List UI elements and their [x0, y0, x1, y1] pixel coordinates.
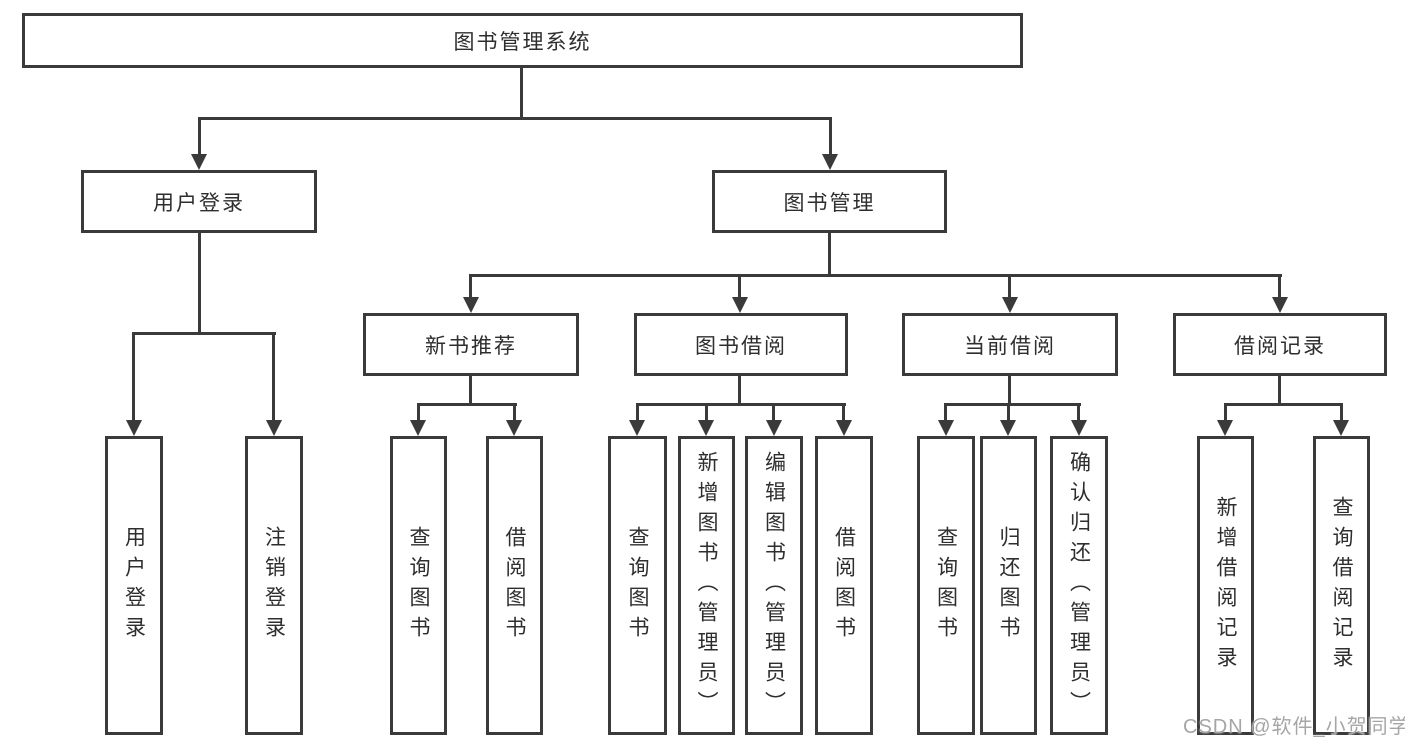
connector-line	[1007, 403, 1010, 423]
connector-line	[469, 376, 472, 406]
arrow-down-icon	[410, 420, 426, 436]
connector-line	[1224, 403, 1343, 406]
arrow-down-icon	[506, 420, 522, 436]
connector-line	[417, 403, 517, 406]
connector-line	[1224, 403, 1227, 423]
node-current-borrowing: 当前借阅	[902, 313, 1118, 376]
node-book-management: 图书管理	[712, 170, 947, 233]
connector-line	[772, 403, 775, 423]
arrow-down-icon	[1002, 297, 1018, 313]
connector-line	[1008, 376, 1011, 406]
connector-line	[636, 403, 846, 406]
arrow-down-icon	[822, 154, 838, 170]
connector-line	[272, 332, 275, 422]
leaf-return-books: 归还图书	[980, 436, 1037, 735]
leaf-edit-book-admin: 编辑图书（管理员）	[745, 436, 803, 735]
connector-line	[944, 403, 1081, 406]
connector-line	[198, 233, 201, 335]
node-book-borrowing: 图书借阅	[634, 313, 848, 376]
node-borrowing-records: 借阅记录	[1173, 313, 1387, 376]
connector-line	[198, 117, 201, 157]
arrow-down-icon	[629, 420, 645, 436]
arrow-down-icon	[463, 297, 479, 313]
connector-line	[842, 403, 845, 423]
connector-line	[1278, 376, 1281, 406]
arrow-down-icon	[1272, 297, 1288, 313]
leaf-logout: 注销登录	[245, 436, 303, 735]
watermark: CSDN @软件_小贺同学	[1183, 716, 1405, 738]
leaf-query-books-1: 查询图书	[390, 436, 447, 735]
connector-line	[738, 376, 741, 406]
leaf-user-login: 用户登录	[105, 436, 163, 735]
arrow-down-icon	[191, 154, 207, 170]
arrow-down-icon	[1333, 420, 1349, 436]
leaf-borrow-books-2: 借阅图书	[815, 436, 873, 735]
connector-line	[1278, 274, 1281, 300]
arrow-down-icon	[766, 420, 782, 436]
arrow-down-icon	[1000, 420, 1016, 436]
arrow-down-icon	[1217, 420, 1233, 436]
connector-line	[1340, 403, 1343, 423]
connector-line	[829, 117, 832, 157]
connector-line	[198, 117, 832, 120]
connector-line	[705, 403, 708, 423]
connector-line	[132, 332, 135, 422]
leaf-query-borrow-record: 查询借阅记录	[1313, 436, 1370, 735]
connector-line	[1077, 403, 1080, 423]
node-library-system: 图书管理系统	[22, 13, 1023, 68]
leaf-add-book-admin: 新增图书（管理员）	[678, 436, 735, 735]
connector-line	[513, 403, 516, 423]
arrow-down-icon	[732, 297, 748, 313]
connector-line	[944, 403, 947, 423]
connector-line	[132, 332, 276, 335]
connector-line	[469, 274, 472, 300]
node-user-login: 用户登录	[81, 170, 317, 233]
arrow-down-icon	[1071, 420, 1087, 436]
leaf-query-books-2: 查询图书	[608, 436, 667, 735]
arrow-down-icon	[938, 420, 954, 436]
connector-line	[417, 403, 420, 423]
connector-line	[636, 403, 639, 423]
leaf-confirm-return-admin: 确认归还（管理员）	[1050, 436, 1108, 735]
leaf-query-books-3: 查询图书	[917, 436, 975, 735]
connector-line	[738, 274, 741, 300]
arrow-down-icon	[266, 420, 282, 436]
connector-line	[828, 233, 831, 277]
leaf-borrow-books-1: 借阅图书	[486, 436, 543, 735]
leaf-add-borrow-record: 新增借阅记录	[1197, 436, 1254, 735]
arrow-down-icon	[126, 420, 142, 436]
node-new-book-recommendation: 新书推荐	[363, 313, 579, 376]
connector-line	[469, 274, 1282, 277]
connector-line	[520, 68, 523, 117]
arrow-down-icon	[698, 420, 714, 436]
arrow-down-icon	[836, 420, 852, 436]
connector-line	[1008, 274, 1011, 300]
